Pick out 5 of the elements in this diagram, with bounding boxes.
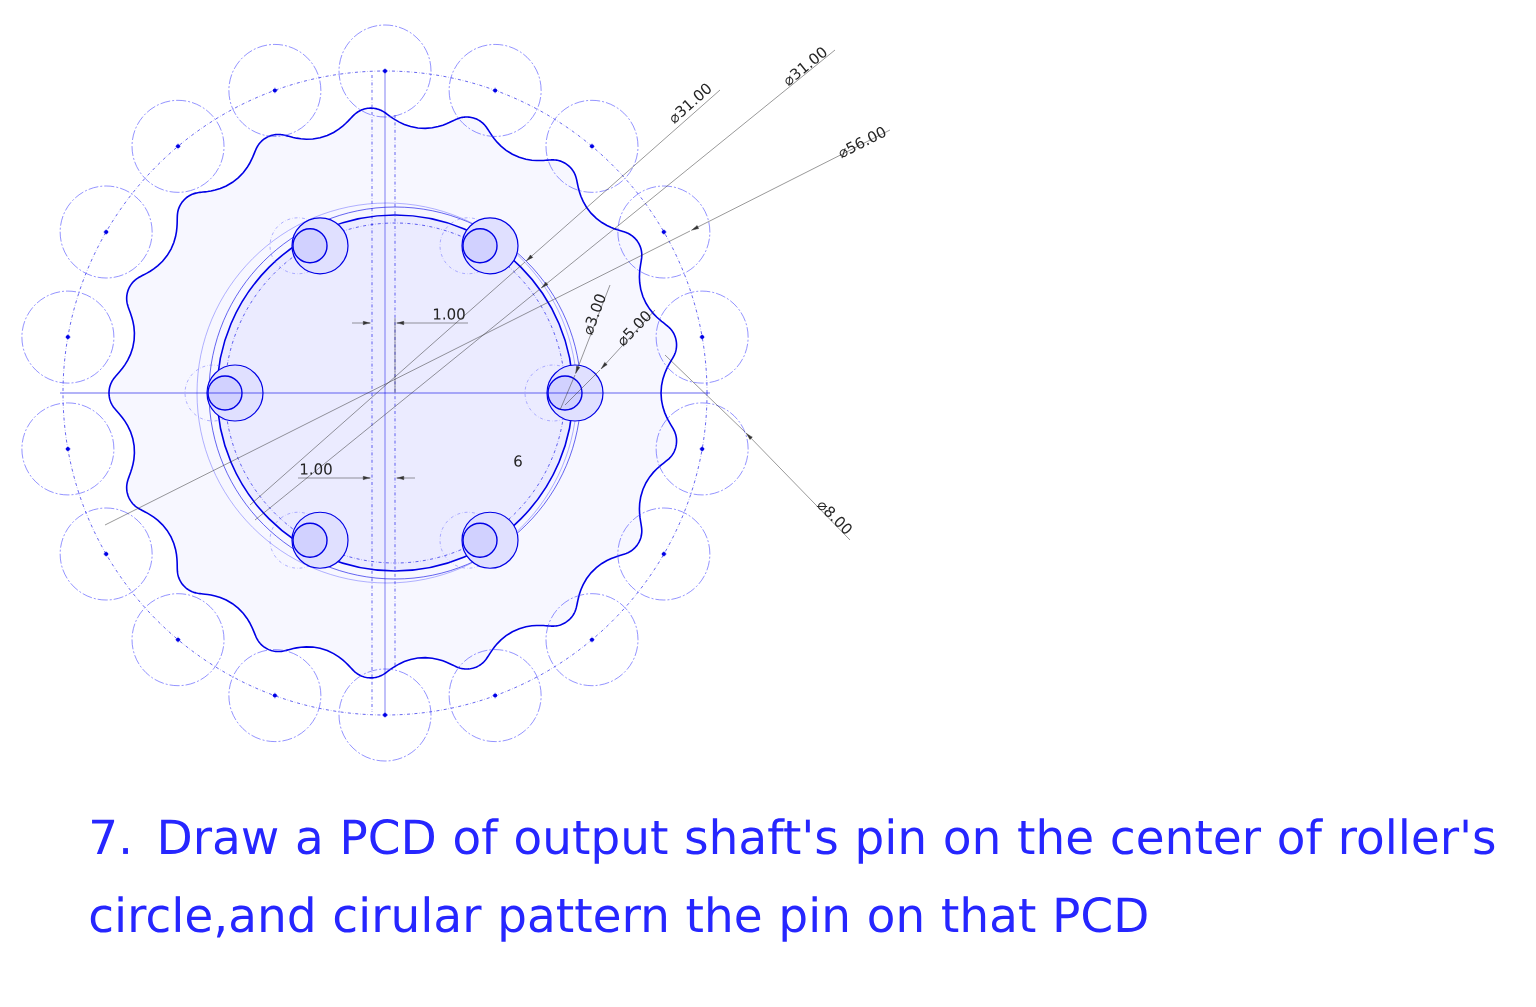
dimension-text: 1.00	[433, 308, 465, 320]
dimension-text: 6	[514, 455, 522, 467]
dimension-text: 1.00	[300, 463, 332, 475]
caption-text: 7. Draw a PCD of output shaft's pin on the center of roller's circle,and cirular pattern the pin on that PCD	[90, 818, 1495, 942]
dimension-text: ⌀3.00	[585, 294, 606, 336]
